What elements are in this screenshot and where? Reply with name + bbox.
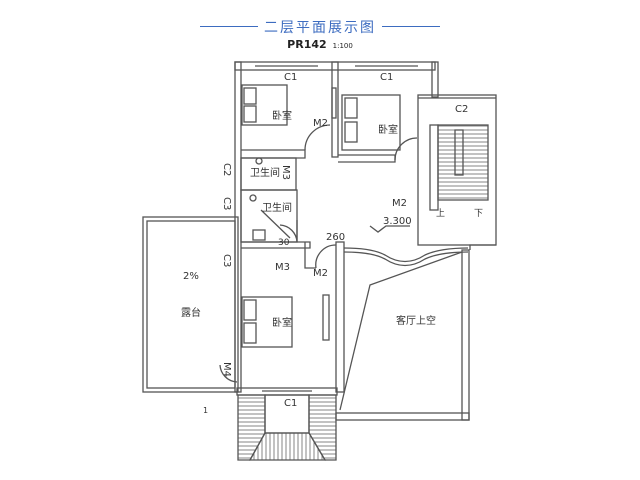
label-c2: C2 (221, 163, 232, 176)
stair-core (429, 124, 439, 211)
pillow (243, 299, 257, 321)
wardrobe-a (331, 87, 337, 119)
plan-code: PR142 1:100 (0, 38, 640, 51)
floor-drain-icon (255, 157, 263, 165)
slope-label: 2% (183, 271, 199, 282)
plan-title: 二层平面展示图 (264, 20, 376, 36)
label-c3: C3 (221, 197, 232, 210)
wall-lower-bedroom-top (241, 241, 311, 249)
wall-void-bottom (335, 412, 470, 421)
wall-void-right (461, 249, 470, 421)
door-swing-m2-c (315, 244, 337, 269)
label-c1: C1 (284, 72, 297, 83)
room-bedroom: 卧室 (378, 123, 398, 136)
wall-lower-right (335, 241, 345, 393)
stair-up-label: 上 (436, 208, 445, 219)
label-m2: M2 (392, 198, 407, 209)
door-swing-m4 (219, 364, 238, 383)
plan-id: PR142 (287, 38, 327, 51)
door-swing-m2-a (304, 124, 331, 151)
elevation-label: 3.300 (383, 216, 412, 227)
pillow (243, 105, 257, 123)
wall-stair-bottom (469, 244, 496, 250)
mark-label: 1 (203, 406, 208, 415)
curved-wall-inner (343, 251, 469, 267)
pillow (344, 97, 358, 119)
title-rule-left (200, 26, 258, 27)
room-terrace: 露台 (181, 306, 201, 319)
wall-right-top (431, 61, 439, 98)
label-m4: M4 (221, 362, 232, 377)
room-bathroom: 卫生间 (250, 166, 280, 179)
door-m2-c (304, 242, 316, 269)
pillow (243, 322, 257, 344)
label-m3: M3 (275, 262, 290, 273)
room-living-void: 客厅上空 (396, 314, 436, 327)
wardrobe-c (322, 294, 330, 341)
label-c3: C3 (221, 254, 232, 267)
door-swing-bath (279, 220, 298, 243)
wall-bedroom-a-bottom (241, 149, 306, 159)
floor-drain-icon (249, 194, 257, 202)
room-bedroom: 卧室 (272, 316, 292, 329)
slope-line (260, 209, 291, 239)
bed-c (241, 296, 293, 348)
sink-icon (252, 229, 266, 241)
label-m3: M3 (280, 165, 291, 180)
balcony-steps-front (248, 432, 327, 461)
label-c2: C2 (455, 104, 468, 115)
plan-scale: 1:100 (332, 42, 353, 50)
stair-enclosure (417, 94, 497, 246)
stair-down-label: 下 (474, 209, 483, 219)
stair-handrail (454, 129, 464, 176)
pillow (243, 87, 257, 105)
terrace-inner (146, 220, 236, 389)
pillow (344, 121, 358, 143)
title-rule-right (382, 26, 440, 27)
bed-a (241, 84, 288, 126)
curved-wall (343, 247, 469, 263)
bed-b (341, 94, 401, 151)
wall-bedroom-b-bottom (338, 154, 396, 163)
door-swing-m2-b (394, 137, 418, 161)
wall-bedroom-divider (331, 61, 339, 158)
dimension-label: 260 (326, 232, 345, 243)
label-c1: C1 (284, 398, 297, 409)
terrace-outer (142, 216, 239, 393)
label-c1: C1 (380, 72, 393, 83)
title-row: 二层平面展示图 (0, 17, 640, 37)
dimension-label: 30 (278, 238, 290, 248)
room-bedroom: 卧室 (272, 109, 292, 122)
label-m2: M2 (313, 118, 328, 129)
label-m2: M2 (313, 268, 328, 279)
elevation-marker (369, 225, 410, 233)
void-outline (339, 251, 463, 411)
room-bathroom: 卫生间 (262, 201, 292, 214)
